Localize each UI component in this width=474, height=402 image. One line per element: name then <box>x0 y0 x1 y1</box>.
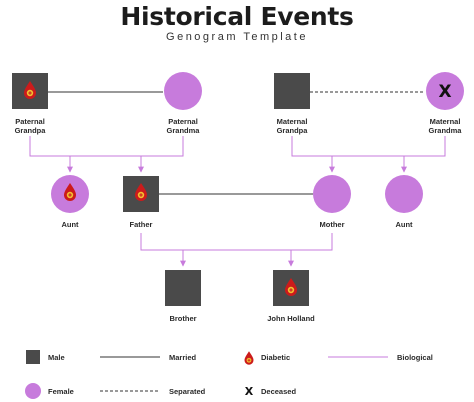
diagram-title: Historical Events <box>120 2 354 31</box>
deceased-mark: X <box>438 82 451 102</box>
biological-lines-children <box>140 233 333 267</box>
maternal-grandma-circle <box>426 72 464 110</box>
label-father: Father <box>129 220 153 229</box>
legend-female-icon <box>25 383 41 399</box>
legend-diabetic-icon <box>244 350 254 366</box>
label-aunt-right: Aunt <box>395 220 413 229</box>
legend-male-icon <box>26 350 40 364</box>
legend-deceased-label: Deceased <box>261 387 297 396</box>
biological-lines-paternal <box>29 136 184 173</box>
mother-circle <box>313 175 351 213</box>
label-paternal-grandpa: Paternal Grandpa <box>14 117 46 135</box>
legend-diabetic-label: Diabetic <box>261 353 291 362</box>
aunt-right-circle <box>385 175 423 213</box>
legend-separated-label: Separated <box>169 387 206 396</box>
brother-square <box>165 270 201 306</box>
paternal-grandma-circle <box>164 72 202 110</box>
diagram-subtitle: Genogram Template <box>166 31 308 43</box>
label-mother: Mother <box>319 220 345 229</box>
legend-male-label: Male <box>48 353 65 362</box>
label-aunt-left: Aunt <box>61 220 79 229</box>
label-john-holland: John Holland <box>267 314 315 323</box>
label-maternal-grandma: Maternal Grandma <box>428 117 462 135</box>
legend-biological-label: Biological <box>397 353 433 362</box>
legend-female-label: Female <box>48 387 74 396</box>
biological-lines-maternal <box>291 136 446 173</box>
label-maternal-grandpa: Maternal Grandpa <box>276 117 308 135</box>
maternal-grandpa-square <box>274 73 310 109</box>
label-paternal-grandma: Paternal Grandma <box>166 117 200 135</box>
legend-deceased-icon: X <box>245 385 254 398</box>
legend-married-label: Married <box>169 353 197 362</box>
label-brother: Brother <box>169 314 197 323</box>
